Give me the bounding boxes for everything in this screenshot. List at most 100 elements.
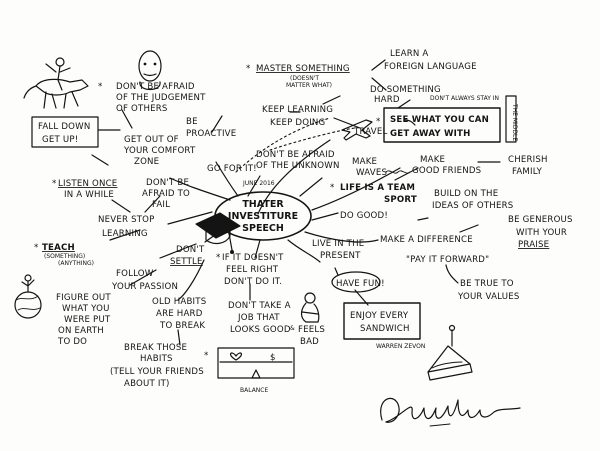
star-mark: * bbox=[52, 179, 57, 189]
node-good-friends: MAKE GOOD FRIENDS bbox=[412, 155, 481, 176]
node-afraid-to-fail: DON'T BE AFRAID TO FAIL bbox=[142, 178, 190, 210]
node-pay-forward: "PAY IT FORWARD" bbox=[406, 255, 489, 265]
listen-line-2: IN A WHILE bbox=[64, 190, 114, 200]
team-line-2: SPORT bbox=[384, 195, 417, 205]
job-line-3: LOOKS GOOD bbox=[230, 325, 291, 335]
node-feels-bad: & FEELS BAD bbox=[290, 325, 325, 347]
teach-label: TEACH bbox=[42, 243, 75, 253]
keep-learning-label: KEEP LEARNING bbox=[262, 105, 333, 115]
node-break-habits: BREAK THOSE HABITS (TELL YOUR FRIENDS AB… bbox=[110, 343, 204, 389]
fall-down-line-2: GET UP! bbox=[42, 135, 78, 145]
node-live-present: LIVE IN THE PRESENT bbox=[312, 239, 364, 261]
node-dont-settle: DON'T SETTLE bbox=[170, 245, 205, 267]
figure-line-3: WERE PUT bbox=[64, 315, 111, 325]
node-make-waves: MAKE WAVES bbox=[352, 157, 411, 178]
break-line-4: ABOUT IT) bbox=[124, 379, 170, 389]
settle-line-1: DON'T bbox=[176, 245, 205, 255]
signature-illustration bbox=[380, 397, 521, 427]
node-old-habits: OLD HABITS ARE HARD TO BREAK bbox=[152, 297, 206, 331]
fail-line-1: DON'T BE bbox=[146, 178, 189, 188]
warren-zevon-label: WARREN ZEVON bbox=[376, 343, 425, 350]
habits-line-1: OLD HABITS bbox=[152, 297, 206, 307]
fail-line-3: FAIL bbox=[152, 200, 170, 210]
comfort-line-1: GET OUT OF bbox=[124, 135, 179, 145]
present-line-1: LIVE IN THE bbox=[312, 239, 364, 249]
sandwich-line-1: ENJOY EVERY bbox=[350, 311, 409, 321]
node-enjoy-sandwich: ENJOY EVERY SANDWICH WARREN ZEVON bbox=[343, 302, 425, 350]
node-afraid-unknown: DON'T BE AFRAID OF THE UNKNOWN bbox=[256, 150, 339, 171]
friends-line-2: GOOD FRIENDS bbox=[412, 166, 481, 176]
bald-face-illustration bbox=[138, 50, 162, 91]
man-on-horse-illustration bbox=[23, 57, 89, 109]
balance-dollar: $ bbox=[270, 353, 276, 363]
figure-line-1: FIGURE OUT bbox=[56, 293, 111, 303]
master-note-1: (DOESN'T bbox=[290, 75, 319, 82]
node-be-proactive: BE PROACTIVE bbox=[186, 117, 236, 139]
balance-scale-illustration: $ BALANCE bbox=[217, 347, 295, 394]
hard-line-2: HARD bbox=[374, 95, 400, 105]
proactive-line-2: PROACTIVE bbox=[186, 129, 236, 139]
node-do-something-hard: DO SOMETHING HARD bbox=[370, 85, 441, 105]
feel-line-1: IF IT DOESN'T bbox=[222, 253, 284, 263]
fall-down-box: FALL DOWN GET UP! bbox=[31, 116, 99, 148]
star-mark: * bbox=[204, 351, 209, 361]
language-line-2: FOREIGN LANGUAGE bbox=[384, 62, 477, 72]
comfort-line-3: ZONE bbox=[134, 157, 159, 167]
job-line-1: DON'T TAKE A bbox=[228, 301, 291, 311]
node-travel: TRAVEL bbox=[341, 119, 388, 141]
break-line-3: (TELL YOUR FRIENDS bbox=[110, 367, 204, 377]
node-learn-language: LEARN A FOREIGN LANGUAGE bbox=[384, 49, 477, 72]
center-line-2: INVESTITURE bbox=[228, 211, 298, 222]
star-mark: * bbox=[330, 183, 335, 193]
sandwich-line-2: SANDWICH bbox=[360, 324, 410, 334]
listen-line-1: LISTEN ONCE bbox=[58, 179, 117, 189]
node-comfort-zone: GET OUT OF YOUR COMFORT ZONE bbox=[123, 135, 196, 167]
see-what-line-1: SEE WHAT YOU CAN bbox=[390, 115, 489, 125]
passion-line-2: YOUR PASSION bbox=[111, 282, 178, 292]
never-stop-line-1: NEVER STOP bbox=[98, 215, 155, 225]
generous-line-1: BE GENEROUS bbox=[508, 215, 573, 225]
sad-person-illustration bbox=[300, 292, 320, 323]
waves-line-1: MAKE bbox=[352, 157, 377, 167]
have-fun-label: HAVE FUN! bbox=[336, 279, 385, 289]
travel-label: TRAVEL bbox=[353, 127, 388, 137]
fall-down-line-1: FALL DOWN bbox=[38, 122, 90, 132]
node-be-true: BE TRUE TO YOUR VALUES bbox=[457, 279, 519, 302]
star-mark: * bbox=[34, 243, 39, 253]
language-line-1: LEARN A bbox=[390, 49, 429, 59]
center-line-3: SPEECH bbox=[242, 223, 284, 234]
node-keep-learning: KEEP LEARNING bbox=[262, 105, 333, 115]
fail-line-2: AFRAID TO bbox=[142, 189, 190, 199]
comfort-line-2: YOUR COMFORT bbox=[123, 146, 196, 156]
node-figure-out: FIGURE OUT WHAT YOU WERE PUT ON EARTH TO… bbox=[56, 293, 111, 347]
node-never-stop: NEVER STOP LEARNING bbox=[98, 215, 155, 239]
settle-line-2: SETTLE bbox=[170, 257, 203, 267]
node-build-ideas: BUILD ON THE IDEAS OF OTHERS bbox=[432, 189, 513, 211]
keep-doing-label: KEEP DOING bbox=[270, 118, 325, 128]
friends-line-1: MAKE bbox=[420, 155, 445, 165]
connectors bbox=[91, 59, 501, 346]
family-line-2: FAMILY bbox=[512, 167, 543, 177]
see-what-line-2: GET AWAY WITH bbox=[390, 129, 471, 139]
judgement-line-2: OF THE JUDGEMENT bbox=[116, 93, 206, 103]
star-mark: * bbox=[98, 82, 103, 92]
present-line-2: PRESENT bbox=[320, 251, 361, 261]
master-label: MASTER SOMETHING bbox=[256, 64, 350, 74]
feel-line-3: DON'T DO IT. bbox=[224, 277, 282, 287]
node-listen-once: LISTEN ONCE IN A WHILE bbox=[58, 179, 117, 200]
proactive-line-1: BE bbox=[186, 117, 198, 127]
unknown-line-1: DON'T BE AFRAID bbox=[256, 150, 335, 160]
habits-line-2: ARE HARD bbox=[156, 309, 203, 319]
break-line-1: BREAK THOSE bbox=[124, 343, 187, 353]
waves-line-2: WAVES bbox=[356, 168, 387, 178]
job-line-2: JOB THAT bbox=[237, 313, 280, 323]
figure-line-2: WHAT YOU bbox=[62, 304, 110, 314]
figure-line-5: TO DO bbox=[57, 337, 87, 347]
node-keep-doing: KEEP DOING bbox=[270, 118, 325, 128]
generous-line-2: WITH YOUR bbox=[516, 228, 567, 238]
teach-note-2: (ANYTHING) bbox=[58, 260, 94, 267]
and-mark: & bbox=[290, 325, 295, 332]
passion-line-1: FOLLOW bbox=[116, 269, 154, 279]
node-be-generous: BE GENEROUS WITH YOUR PRAISE bbox=[508, 215, 573, 250]
node-cherish-family: CHERISH FAMILY bbox=[508, 155, 548, 177]
